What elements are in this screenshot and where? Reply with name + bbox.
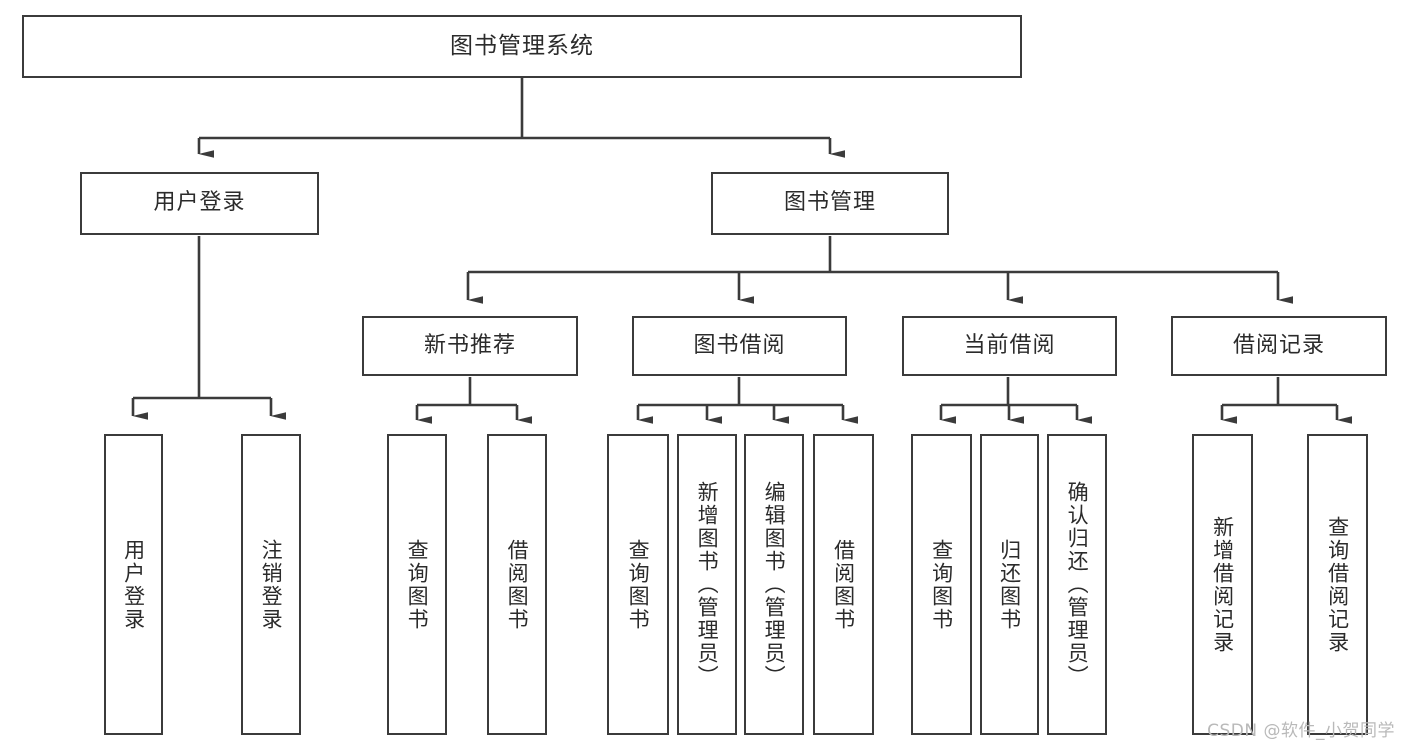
node-label: 借阅图书 — [831, 538, 856, 631]
node-leaf-query-record[interactable]: 查询借阅记录 — [1307, 434, 1368, 735]
node-new-book-recommend[interactable]: 新书推荐 — [362, 316, 578, 376]
csdn-watermark: CSDN @软件_小贺同学 — [1207, 721, 1395, 741]
node-current-borrow[interactable]: 当前借阅 — [902, 316, 1117, 376]
node-label: 归还图书 — [997, 538, 1022, 631]
node-leaf-add-book[interactable]: 新增图书（管理员） — [677, 434, 737, 735]
node-leaf-borrow-book-1[interactable]: 借阅图书 — [487, 434, 547, 735]
node-label: 查询图书 — [929, 538, 954, 631]
node-leaf-edit-book[interactable]: 编辑图书（管理员） — [744, 434, 804, 735]
node-label: 注销登录 — [259, 538, 284, 631]
node-label: 借阅图书 — [505, 538, 530, 631]
node-label: 借阅记录 — [1232, 332, 1325, 358]
node-user-login[interactable]: 用户登录 — [80, 172, 319, 235]
node-label: 用户登录 — [153, 190, 246, 216]
node-book-borrow[interactable]: 图书借阅 — [632, 316, 847, 376]
node-leaf-query-book-1[interactable]: 查询图书 — [387, 434, 447, 735]
node-leaf-user-logout[interactable]: 注销登录 — [241, 434, 301, 735]
node-leaf-query-book-3[interactable]: 查询图书 — [911, 434, 972, 735]
node-leaf-add-record[interactable]: 新增借阅记录 — [1192, 434, 1253, 735]
node-label: 编辑图书（管理员） — [762, 481, 787, 688]
node-label: 查询图书 — [405, 538, 430, 631]
node-label: 确认归还（管理员） — [1065, 481, 1090, 688]
node-label: 新书推荐 — [423, 332, 516, 358]
node-label: 查询借阅记录 — [1325, 515, 1350, 654]
node-label: 图书管理系统 — [450, 32, 594, 59]
node-root-book-management-system[interactable]: 图书管理系统 — [22, 15, 1022, 78]
node-label: 当前借阅 — [963, 332, 1056, 358]
node-leaf-confirm-return[interactable]: 确认归还（管理员） — [1047, 434, 1107, 735]
node-leaf-query-book-2[interactable]: 查询图书 — [607, 434, 669, 735]
node-leaf-user-login[interactable]: 用户登录 — [104, 434, 163, 735]
node-book-management[interactable]: 图书管理 — [711, 172, 949, 235]
node-leaf-return-book[interactable]: 归还图书 — [980, 434, 1039, 735]
node-label: 新增借阅记录 — [1210, 515, 1235, 654]
node-borrow-record[interactable]: 借阅记录 — [1171, 316, 1387, 376]
node-label: 查询图书 — [626, 538, 651, 631]
node-label: 图书借阅 — [693, 332, 786, 358]
node-label: 新增图书（管理员） — [695, 481, 720, 688]
node-leaf-borrow-book-2[interactable]: 借阅图书 — [813, 434, 874, 735]
node-label: 图书管理 — [783, 190, 876, 216]
node-label: 用户登录 — [121, 538, 146, 631]
